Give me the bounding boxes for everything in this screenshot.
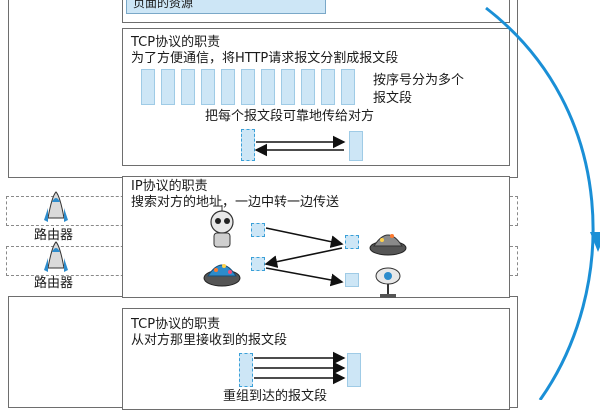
tcp-send-transfer: 把每个报文段可靠地传给对方 <box>205 109 375 124</box>
ip-arrow-2 <box>264 247 343 268</box>
ip-packet-1 <box>251 223 265 237</box>
ufo-icon-2 <box>369 234 407 256</box>
segment-9 <box>301 69 315 105</box>
tcp-recv-panel: TCP协议的职责 从对方那里接收到的报文段 重组到达的报文段 <box>122 308 510 410</box>
tcp-recv-desc: 从对方那里接收到的报文段 <box>131 333 288 348</box>
tcp-send-note-1: 按序号分为多个 <box>373 73 465 88</box>
robot-icon-2 <box>375 267 401 298</box>
resource-box-label: 页面的资源 <box>133 0 194 10</box>
send-segment-target <box>349 131 363 161</box>
ip-arrow-1 <box>265 227 344 248</box>
tcp-send-note-2: 报文段 <box>373 91 413 106</box>
segment-11 <box>341 69 355 105</box>
tcp-send-panel: TCP协议的职责 为了方便通信，将HTTP请求报文分割成报文段 按序号分为多个 … <box>122 28 510 166</box>
tcp-send-title: TCP协议的职责 <box>131 35 221 50</box>
segment-1 <box>141 69 155 105</box>
router-icon-2 <box>44 241 68 272</box>
ip-packet-2 <box>345 235 359 249</box>
ip-packet-4 <box>345 273 359 287</box>
segment-4 <box>201 69 215 105</box>
tcp-send-desc: 为了方便通信，将HTTP请求报文分割成报文段 <box>131 51 399 66</box>
flow-arrow <box>485 6 595 400</box>
tcp-recv-title: TCP协议的职责 <box>131 317 221 332</box>
router-1-label: 路由器 <box>34 228 74 243</box>
ip-title: IP协议的职责 <box>131 179 208 194</box>
ufo-icon-1 <box>203 264 241 287</box>
robot-icon-1 <box>210 205 234 248</box>
recv-segment-source <box>239 353 253 387</box>
ip-arrow-3 <box>265 267 344 287</box>
recv-segment-target <box>347 353 361 387</box>
segment-8 <box>281 69 295 105</box>
resource-frame <box>122 0 510 23</box>
router-2-label: 路由器 <box>34 276 74 291</box>
segment-5 <box>221 69 235 105</box>
segment-6 <box>241 69 255 105</box>
router-icon-1 <box>44 191 68 222</box>
flow-arrow-head <box>590 232 600 252</box>
segment-7 <box>261 69 275 105</box>
resource-box: 页面的资源 <box>126 0 326 14</box>
segment-10 <box>321 69 335 105</box>
diagram-graphics <box>44 6 600 400</box>
segment-2 <box>161 69 175 105</box>
segment-3 <box>181 69 195 105</box>
ip-desc: 搜索对方的地址，一边中转一边传送 <box>131 195 340 210</box>
